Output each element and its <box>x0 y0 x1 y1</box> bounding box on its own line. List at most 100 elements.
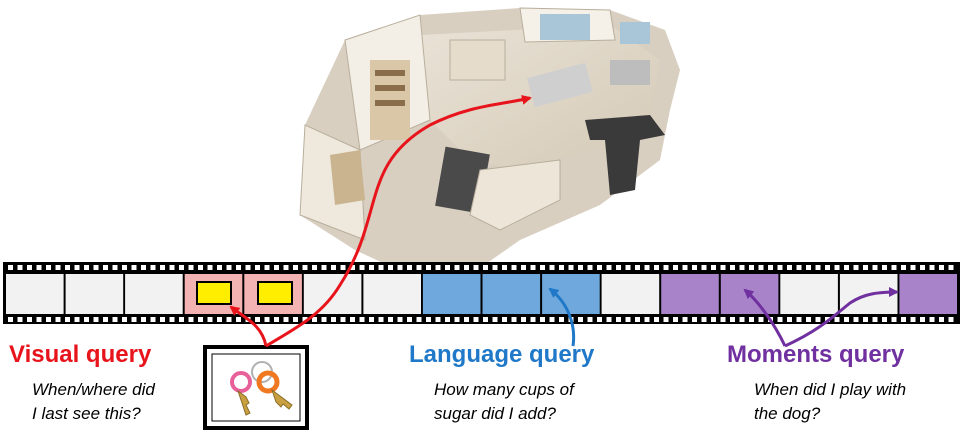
sprocket-hole <box>853 265 859 270</box>
sprocket-hole <box>46 317 51 322</box>
sprocket-hole <box>160 317 165 322</box>
sprocket-hole <box>635 317 640 322</box>
sprocket-hole <box>426 265 431 270</box>
visual-query-arrow-to-scene <box>265 94 532 348</box>
sprocket-hole <box>359 265 365 270</box>
sprocket-hole <box>673 265 678 270</box>
sprocket-hole <box>84 265 89 270</box>
sprocket-hole <box>283 317 289 322</box>
sprocket-hole <box>502 317 507 322</box>
sprocket-hole <box>559 317 564 322</box>
sprocket-hole <box>112 317 118 322</box>
sprocket-hole <box>112 265 118 270</box>
sprocket-hole <box>435 317 441 322</box>
sprocket-hole <box>302 317 308 322</box>
sprocket-hole <box>825 265 830 270</box>
sprocket-hole <box>882 265 887 270</box>
sprocket-hole <box>758 265 764 270</box>
sprocket-hole <box>701 265 707 270</box>
sprocket-hole <box>407 317 412 322</box>
sprocket-hole <box>901 265 906 270</box>
sprocket-hole <box>226 317 232 322</box>
sprocket-hole <box>730 317 735 322</box>
sprocket-hole <box>435 265 441 270</box>
sprocket-hole <box>492 317 498 322</box>
sprocket-hole <box>711 265 716 270</box>
sprocket-hole <box>407 265 412 270</box>
film-frame-moments <box>661 274 719 314</box>
sprocket-hole <box>663 265 669 270</box>
sprocket-hole <box>720 265 726 270</box>
sprocket-hole <box>8 317 13 322</box>
house-floorplan-illustration <box>299 7 680 280</box>
sprocket-hole <box>217 317 222 322</box>
sprocket-hole <box>207 317 213 322</box>
sprocket-hole <box>587 317 593 322</box>
visual-object-boxes <box>196 281 293 305</box>
sprocket-hole <box>65 317 70 322</box>
sprocket-hole <box>844 317 849 322</box>
film-frame-empty <box>125 274 183 314</box>
sprocket-hole <box>198 265 203 270</box>
sprocket-hole <box>131 317 137 322</box>
sprocket-hole <box>511 317 517 322</box>
sprocket-hole <box>692 265 697 270</box>
sprocket-hole <box>245 265 251 270</box>
sprocket-hole <box>473 317 479 322</box>
sprocket-hole <box>834 317 840 322</box>
sprocket-hole <box>787 317 792 322</box>
sprocket-hole <box>654 317 659 322</box>
sprocket-hole <box>720 317 726 322</box>
sprocket-hole <box>93 317 99 322</box>
visual-query-title: Visual query <box>9 341 152 368</box>
sprocket-hole <box>606 317 612 322</box>
sprocket-hole <box>644 265 650 270</box>
sprocket-hole <box>312 317 317 322</box>
sprocket-hole <box>625 317 631 322</box>
sprocket-hole <box>236 317 241 322</box>
sprocket-hole <box>521 317 526 322</box>
sprocket-hole <box>739 265 745 270</box>
sprocket-hole <box>74 265 80 270</box>
sprocket-hole <box>293 317 298 322</box>
sprocket-hole <box>910 265 916 270</box>
film-frame-empty <box>601 274 660 314</box>
sprocket-hole <box>673 317 678 322</box>
sprocket-hole <box>863 265 868 270</box>
film-frame-language <box>482 274 541 314</box>
sprocket-hole <box>55 265 61 270</box>
sprocket-hole <box>340 317 346 322</box>
sprocket-hole <box>692 317 697 322</box>
sprocket-hole <box>179 317 184 322</box>
language-query-question-line1: How many cups of <box>434 380 574 399</box>
sprocket-hole <box>454 265 460 270</box>
sprocket-hole <box>264 317 270 322</box>
object-box <box>257 281 293 305</box>
sprocket-hole <box>264 265 270 270</box>
sprocket-hole <box>8 265 13 270</box>
sprocket-hole <box>302 265 308 270</box>
sprocket-hole <box>929 317 935 322</box>
sprocket-hole <box>217 265 222 270</box>
sprocket-hole <box>511 265 517 270</box>
moments-query-arrow-to-frame <box>743 288 787 347</box>
sprocket-hole <box>654 265 659 270</box>
sprocket-hole <box>530 265 536 270</box>
sprocket-hole <box>283 265 289 270</box>
sprocket-hole <box>378 265 384 270</box>
sprocket-hole <box>160 265 165 270</box>
sprocket-hole <box>872 265 878 270</box>
sprocket-hole <box>274 317 279 322</box>
sprocket-hole <box>882 317 887 322</box>
sprocket-hole <box>17 265 23 270</box>
moments-query-arrow-to-end-frame <box>784 287 899 348</box>
moments-query-question-line1: When did I play with <box>754 380 907 399</box>
language-query-title: Language query <box>409 341 595 368</box>
sprocket-hole <box>464 265 469 270</box>
sprocket-hole <box>834 265 840 270</box>
visual-query-question-line1: When/where did <box>32 380 155 399</box>
sprocket-hole <box>863 317 868 322</box>
sprocket-hole <box>549 317 555 322</box>
sprocket-hole <box>454 317 460 322</box>
